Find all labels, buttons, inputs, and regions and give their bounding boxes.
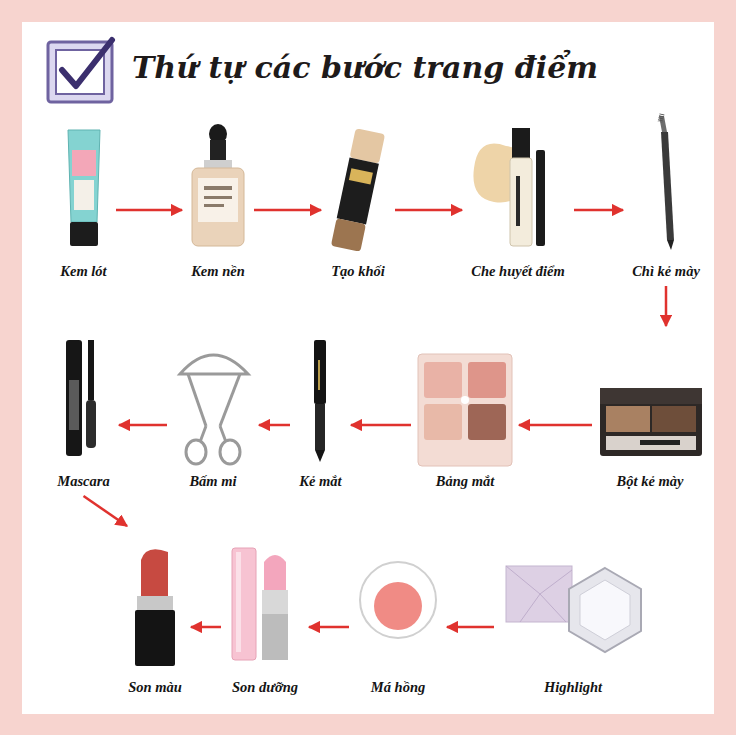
- step-item: Kem nền: [186, 110, 250, 282]
- step-item: Bột kẻ mày: [596, 330, 704, 492]
- flow-arrow: [119, 424, 167, 427]
- flow-arrow: [351, 424, 411, 427]
- blush-compact: [360, 562, 436, 638]
- step-item: Bảng mắt: [415, 330, 515, 492]
- flow-arrow: [665, 286, 668, 326]
- step-label: Che huyết điểm: [471, 263, 564, 280]
- step-label: Mascara: [57, 473, 109, 490]
- flow-arrow: [519, 424, 592, 427]
- flow-arrow: [84, 496, 128, 526]
- eyeshadow-palette: [418, 354, 512, 466]
- flow-arrow: [574, 209, 623, 212]
- lipstick: [135, 549, 175, 666]
- eyeliner-pen: [314, 340, 326, 462]
- step-item: Má hồng: [353, 530, 443, 698]
- concealer: [473, 128, 545, 246]
- step-label: Son màu: [128, 679, 182, 696]
- brow-pencil: [659, 114, 674, 250]
- contour-stick: [331, 128, 385, 252]
- step-label: Kẻ mắt: [299, 473, 341, 490]
- diagram-title: Thứ tự các bước trang điểm: [132, 50, 598, 85]
- step-label: Highlight: [544, 679, 602, 696]
- foundation-bottle: [192, 124, 244, 246]
- flow-arrow: [309, 626, 349, 629]
- step-item: Chì kẻ mày: [627, 110, 705, 282]
- highlighter: [506, 566, 641, 652]
- step-item: Highlight: [498, 530, 648, 698]
- flow-arrow: [254, 209, 321, 212]
- step-item: Mascara: [52, 330, 115, 492]
- primer-tube: [68, 130, 100, 246]
- step-label: Chì kẻ mày: [632, 263, 700, 280]
- flow-arrow: [259, 424, 290, 427]
- flow-arrow: [447, 626, 494, 629]
- lip-balm: [232, 548, 288, 660]
- step-item: Tạo khối: [325, 110, 391, 282]
- step-item: Kẻ mắt: [294, 330, 347, 492]
- step-label: Bột kẻ mày: [617, 473, 684, 490]
- step-item: Bấm mi: [171, 330, 255, 492]
- flow-arrow: [116, 209, 182, 212]
- step-label: Bấm mi: [189, 473, 236, 490]
- step-label: Tạo khối: [331, 263, 385, 280]
- step-label: Bảng mắt: [436, 473, 494, 490]
- mascara: [66, 340, 96, 456]
- step-label: Má hồng: [371, 679, 425, 696]
- brow-powder-compact: [600, 388, 702, 456]
- step-item: Che huyết điểm: [466, 110, 570, 282]
- step-item: Son dưỡng: [225, 530, 305, 698]
- flow-arrow: [191, 626, 221, 629]
- flow-arrow: [395, 209, 462, 212]
- step-label: Kem lót: [60, 263, 106, 280]
- step-label: Kem nền: [191, 263, 245, 280]
- step-label: Son dưỡng: [232, 679, 298, 696]
- step-item: Son màu: [123, 530, 187, 698]
- checkbox-icon: [48, 40, 112, 102]
- step-item: Kem lót: [55, 110, 112, 282]
- eyelash-curler: [180, 355, 248, 464]
